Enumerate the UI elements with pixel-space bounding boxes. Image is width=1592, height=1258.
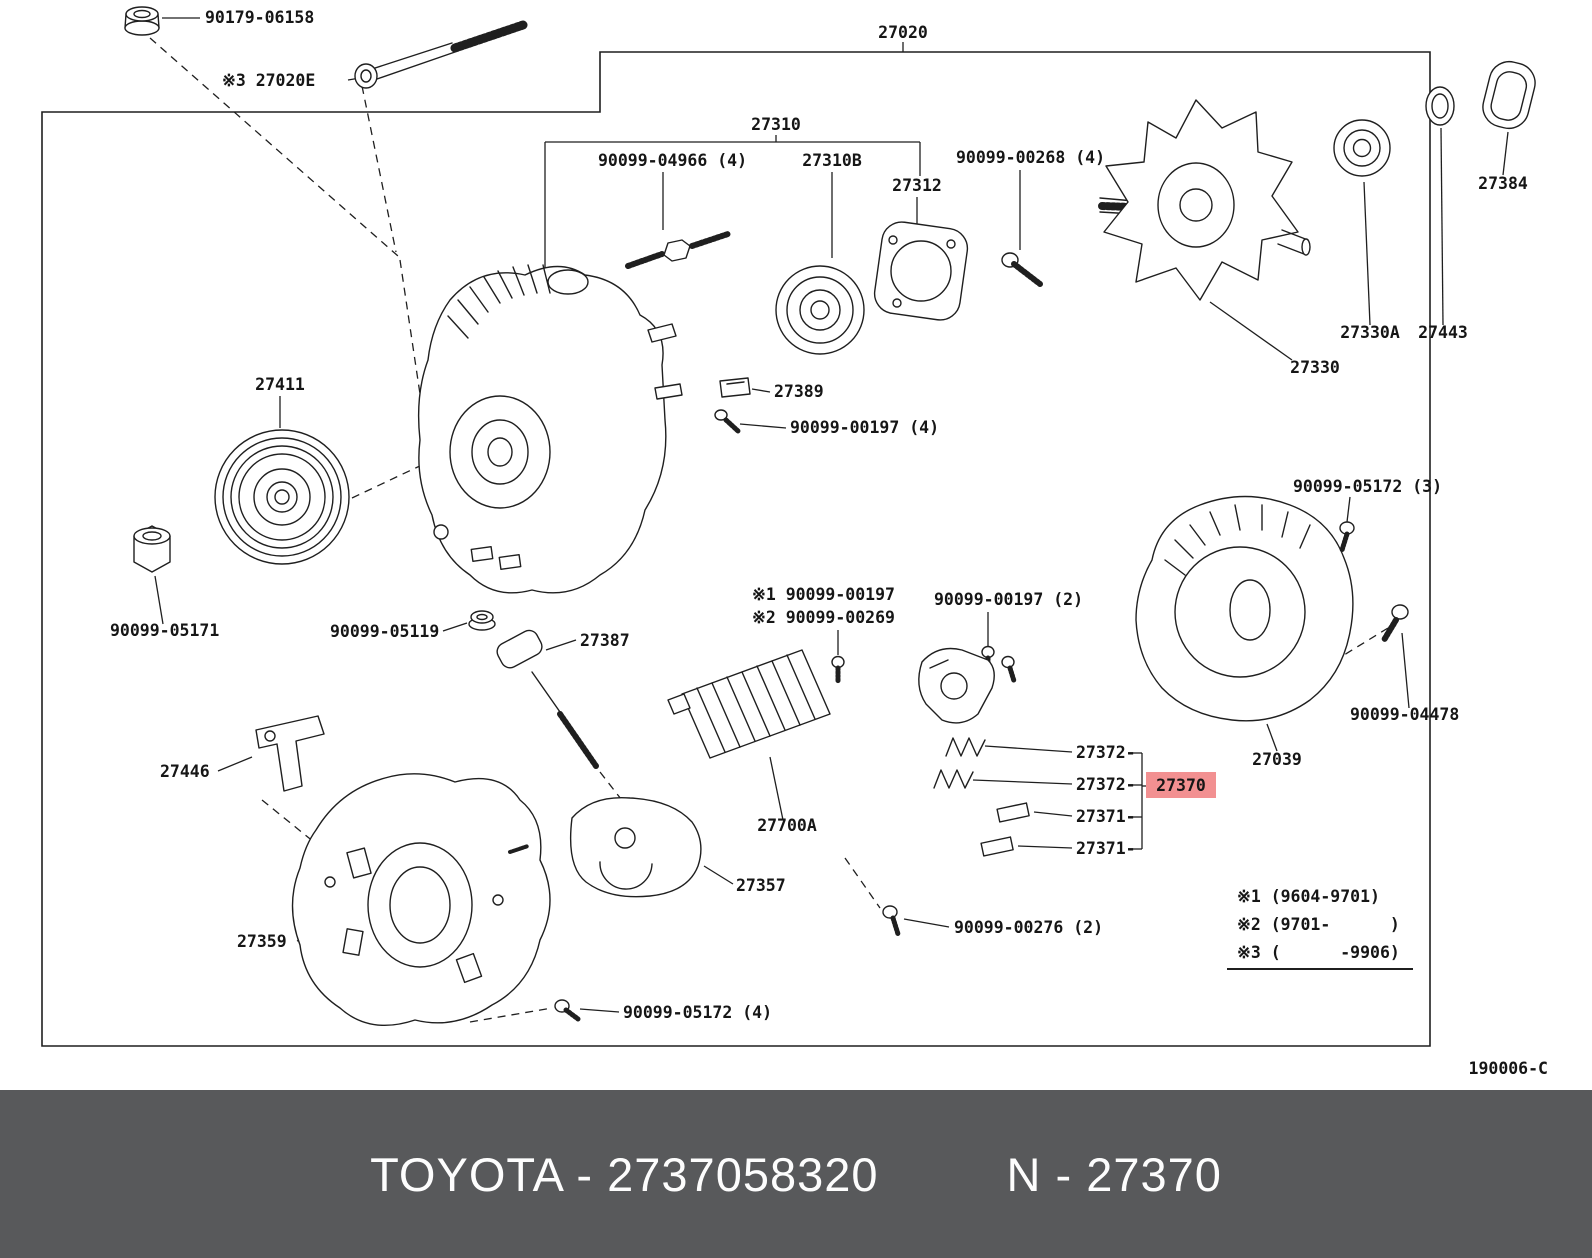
part-label-27389: 27389 xyxy=(774,382,824,401)
screw-90099-00197-4 xyxy=(714,409,741,434)
pulley-27411 xyxy=(214,429,350,565)
part-label-27387: 27387 xyxy=(580,631,630,650)
note-3: ※3 ( -9906) xyxy=(1237,943,1400,962)
cover-27384 xyxy=(1482,60,1536,130)
alternator-front-assembly xyxy=(417,264,683,594)
nut-90099-05119 xyxy=(468,610,496,631)
spring-27372-a xyxy=(945,737,986,757)
parts-diagram: 90179-06158 ※3 27020E 27020 27310 90099-… xyxy=(41,6,1548,1078)
part-label-27411: 27411 xyxy=(255,375,305,394)
part-label-90099-00197-4: 90099-00197 (4) xyxy=(790,418,939,437)
part-label-27312: 27312 xyxy=(892,176,942,195)
part-label-27384: 27384 xyxy=(1478,174,1528,193)
part-label-27039: 27039 xyxy=(1252,750,1302,769)
brush-27371-b xyxy=(980,836,1014,857)
part-label-27446: 27446 xyxy=(160,762,210,781)
bracket-27446 xyxy=(255,715,325,792)
screw-90099-00276 xyxy=(882,905,901,937)
highlight-part-number[interactable]: 27370 xyxy=(1156,776,1206,795)
spring-27372-b xyxy=(933,769,974,789)
brush-holder-bracket xyxy=(918,647,995,724)
part-label-27357: 27357 xyxy=(736,876,786,895)
rear-cover-27359 xyxy=(291,773,551,1026)
part-label-27330: 27330 xyxy=(1290,358,1340,377)
part-label-90099-05171: 90099-05171 xyxy=(110,621,219,640)
part-label-27359: 27359 xyxy=(237,932,287,951)
part-label-27372-a: 27372- xyxy=(1076,743,1136,762)
part-label-90099-00197-2: 90099-00197 (2) xyxy=(934,590,1083,609)
doc-code: 190006-C xyxy=(1469,1059,1548,1078)
part-label-27372-b: 27372- xyxy=(1076,775,1136,794)
screw-90099-05172-4 xyxy=(554,999,581,1022)
part-label-ast2-90099-00269: ※2 90099-00269 xyxy=(752,608,895,627)
part-label-ast1-90099-00197: ※1 90099-00197 xyxy=(752,585,895,604)
washer-27443 xyxy=(1425,86,1455,126)
brush-holder-27357 xyxy=(569,796,702,898)
note-2: ※2 (9701- ) xyxy=(1237,915,1400,934)
regulator-27700a xyxy=(667,649,831,759)
part-label-27020: 27020 xyxy=(878,23,928,42)
rotor-27330 xyxy=(1098,99,1311,301)
footer-brand-part-number: TOYOTA - 2737058320 xyxy=(370,1147,879,1201)
part-label-90099-04478: 90099-04478 xyxy=(1350,705,1459,724)
part-label-27371-a: 27371- xyxy=(1076,807,1136,826)
screw-90099-05172-3 xyxy=(1339,521,1355,553)
part-label-90179-06158: 90179-06158 xyxy=(205,8,314,27)
border-frame xyxy=(41,51,1431,1047)
part-label-90099-00276: 90099-00276 (2) xyxy=(954,918,1103,937)
applicability-notes: ※1 (9604-9701) ※2 (9701- ) ※3 ( -9906) xyxy=(1237,887,1400,962)
bolt-90099-00268 xyxy=(1001,252,1043,287)
part-label-90099-05119: 90099-05119 xyxy=(330,622,439,641)
part-label-90099-05172-4: 90099-05172 (4) xyxy=(623,1003,772,1022)
highlight-box[interactable] xyxy=(1146,772,1216,798)
part-label-27310: 27310 xyxy=(751,115,801,134)
note-1: ※1 (9604-9701) xyxy=(1237,887,1380,906)
stud-bolt-90099-04966 xyxy=(625,231,731,269)
footer-part-short-number: N - 27370 xyxy=(1006,1147,1222,1201)
part-label-27310b: 27310B xyxy=(802,151,862,170)
leader-lines xyxy=(154,17,1509,1013)
screw-asterisk-90099 xyxy=(831,655,845,685)
bolt-27020e xyxy=(354,20,528,89)
terminal-27389 xyxy=(719,377,751,398)
part-label-90099-00268: 90099-00268 (4) xyxy=(956,148,1105,167)
screw-90099-04478 xyxy=(1381,604,1409,643)
nut-90099-05171 xyxy=(133,525,171,573)
highlighted-part-label[interactable]: 27370 xyxy=(1146,772,1216,798)
part-labels: 90179-06158 ※3 27020E 27020 27310 90099-… xyxy=(110,8,1528,1022)
part-label-27700a: 27700A xyxy=(757,816,817,835)
bearing-27330a xyxy=(1333,119,1391,177)
retainer-plate-27312 xyxy=(873,221,969,321)
plug-27387 xyxy=(496,629,599,769)
part-label-27020e: ※3 27020E xyxy=(222,71,315,90)
part-label-90099-05172-3: 90099-05172 (3) xyxy=(1293,477,1442,496)
footer-bar: TOYOTA - 2737058320 N - 27370 xyxy=(0,1090,1592,1258)
part-label-27371-b: 27371- xyxy=(1076,839,1136,858)
part-label-27330a: 27330A xyxy=(1340,323,1400,342)
part-label-27443: 27443 xyxy=(1418,323,1468,342)
nut-90179 xyxy=(124,6,160,36)
brush-27371-a xyxy=(996,802,1030,823)
bearing-27310b xyxy=(775,265,865,355)
rear-housing-27039 xyxy=(1135,495,1354,722)
part-label-90099-04966: 90099-04966 (4) xyxy=(598,151,747,170)
